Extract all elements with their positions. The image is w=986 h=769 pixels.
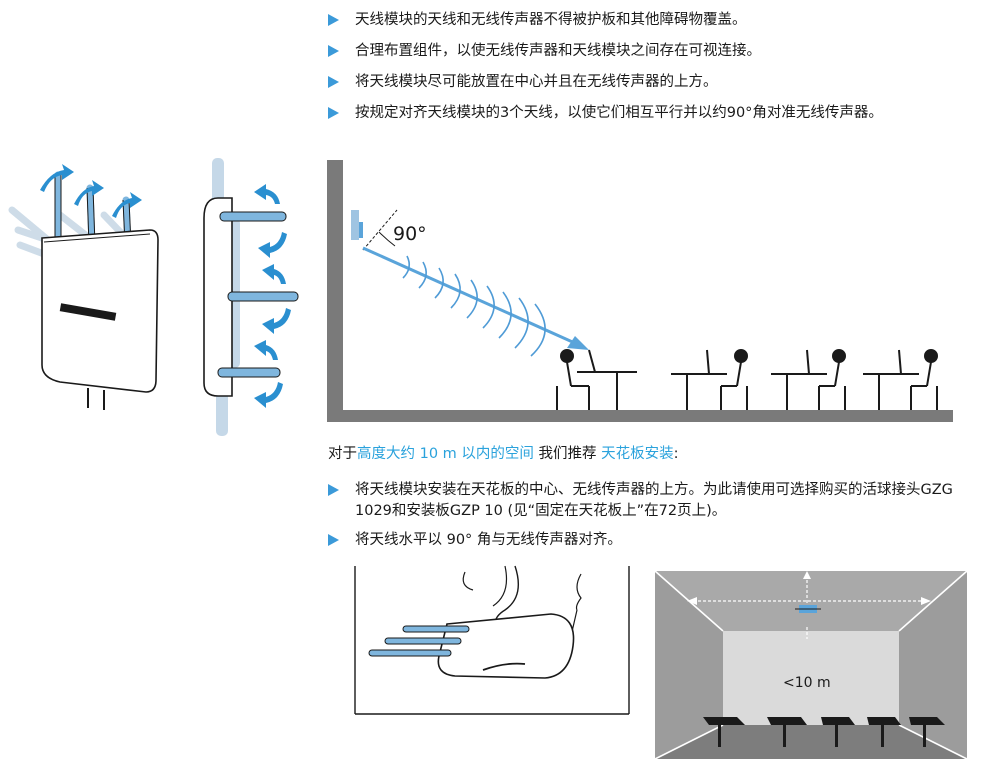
wall-mount-alignment-illustration: 90° [327,160,953,422]
bullet-arrow-icon [328,484,339,496]
room-ceiling-mount-illustration: <10 m [654,570,968,760]
intro-room-height-link[interactable]: 高度大约 10 m 以内的空间 [357,446,534,462]
room-height-label: <10 m [783,675,831,691]
intro-prefix: 对于 [328,446,357,462]
bullet-arrow-icon [328,534,339,546]
ceiling-mount-intro: 对于高度大约 10 m 以内的空间 我们推荐 天花板安装: [328,444,679,465]
bullet-arrow-icon [328,14,339,26]
person-at-table-icon [703,717,945,747]
person-at-table-icon [671,349,748,410]
bullet-arrow-icon [328,45,339,57]
bullet-text: 将天线模块安装在天花板的中心、无线传声器的上方。为此请使用可选择购买的活球接头G… [355,482,953,519]
person-at-table-icon [771,349,846,410]
radio-wave-icon [402,255,546,357]
bullet-arrow-icon [328,107,339,119]
bullet-text: 按规定对齐天线模块的3个天线，以使它们相互平行并以约90°角对准无线传声器。 [355,105,883,121]
person-at-table-icon [556,349,637,410]
rotate-arrow-icon [40,164,142,218]
angle-label: 90° [393,223,427,245]
person-at-table-icon [863,349,938,410]
bullet-text: 合理布置组件，以使无线传声器和天线模块之间存在可视连接。 [355,43,761,59]
bullet-text: 将天线模块尽可能放置在中心并且在无线传声器的上方。 [355,74,718,90]
antenna-module-side-illustration [203,158,299,436]
intro-middle: 我们推荐 [533,446,602,462]
intro-suffix: : [673,446,679,462]
rotate-arrow-icon [254,184,291,408]
ceiling-mount-detail-illustration [354,565,630,715]
antenna-module-front-illustration [8,164,159,410]
bullet-arrow-icon [328,76,339,88]
bullet-text: 将天线水平以 90° 角与无线传声器对齐。 [355,532,622,548]
bullet-text: 天线模块的天线和无线传声器不得被护板和其他障碍物覆盖。 [355,12,747,28]
intro-ceiling-mount-link[interactable]: 天花板安装 [601,446,674,462]
